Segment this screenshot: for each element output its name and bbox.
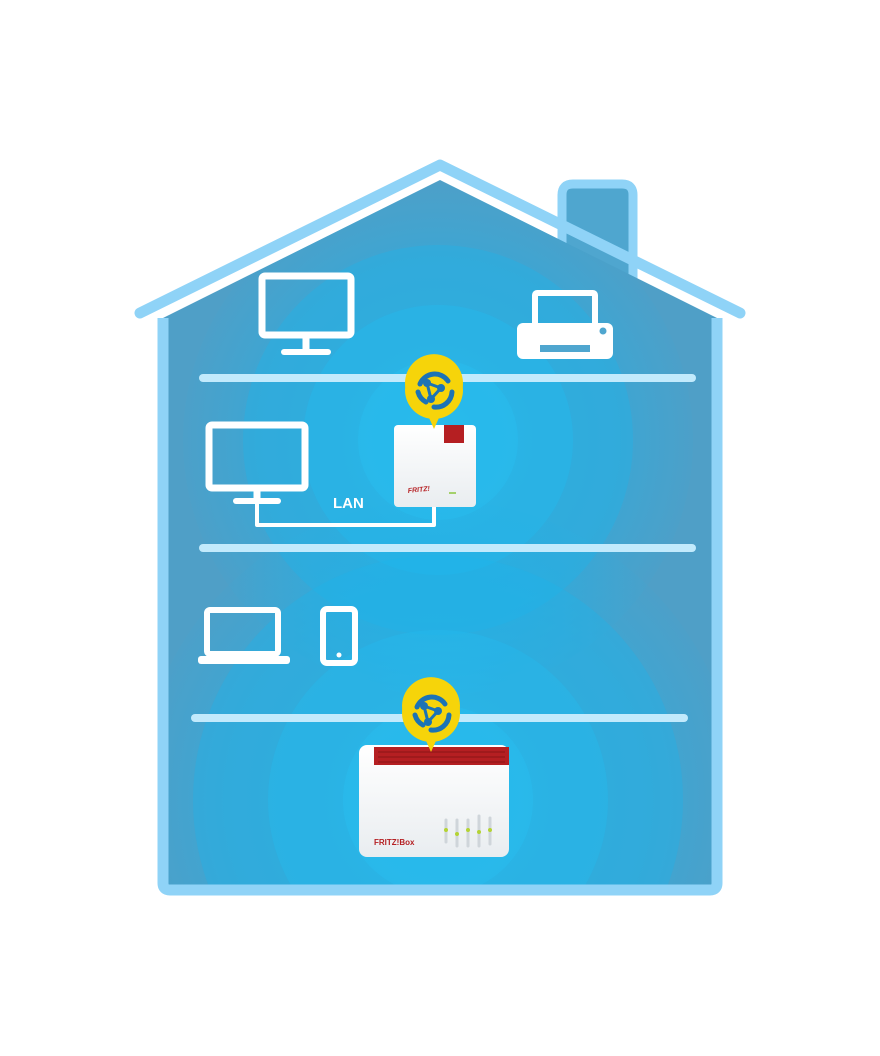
fritz-box-router-device: FRITZ!Box <box>359 745 509 857</box>
router-brand-label: FRITZ!Box <box>374 838 415 847</box>
wifi-coverage-waves <box>138 185 738 1056</box>
fritz-repeater-device: FRITZ! <box>394 425 476 507</box>
lan-label: LAN <box>333 495 364 512</box>
